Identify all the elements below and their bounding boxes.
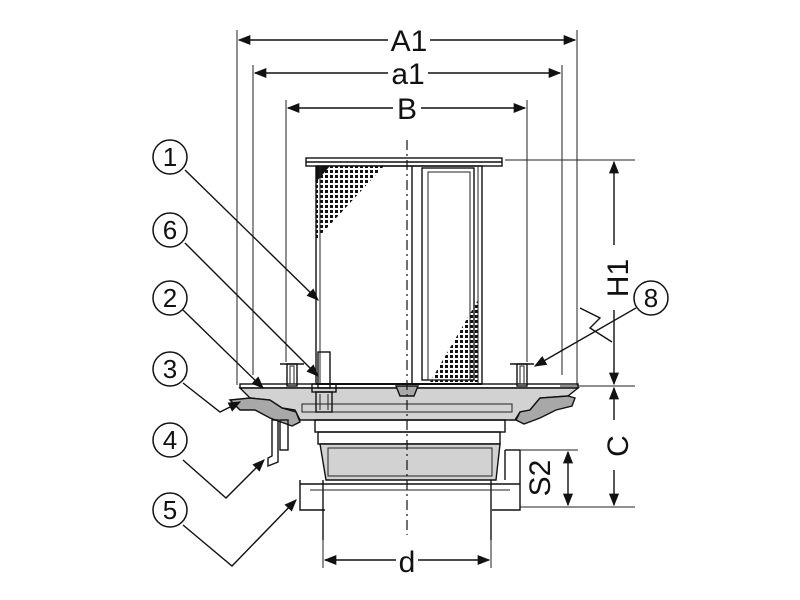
svg-text:1: 1 <box>163 142 177 172</box>
left-bolt-assembly <box>280 351 337 413</box>
dimension-h1-group: H1 <box>505 159 635 387</box>
dimension-label-A1: A1 <box>391 25 428 58</box>
callout-2: 2 <box>152 280 188 316</box>
dimension-label-S2: S2 <box>524 460 557 497</box>
side-drain-pipe <box>267 419 289 468</box>
leader-lines <box>182 169 637 567</box>
right-bolt-assembly <box>510 363 534 387</box>
callout-4: 4 <box>152 422 188 458</box>
strainer-basket <box>305 157 503 385</box>
callout-1: 1 <box>152 139 188 175</box>
svg-text:5: 5 <box>163 495 177 525</box>
dimension-label-C: C <box>602 435 635 457</box>
dimension-b-group: B <box>285 92 528 362</box>
svg-text:4: 4 <box>163 425 177 455</box>
dimension-a1-top-group: A1 <box>236 24 578 385</box>
drain-body <box>228 383 580 540</box>
callout-5: 5 <box>152 492 188 528</box>
callout-6: 6 <box>152 212 188 248</box>
callout-8: 8 <box>633 280 669 316</box>
dimension-label-B: B <box>397 93 417 126</box>
dimension-label-a1: a1 <box>391 58 424 91</box>
svg-text:3: 3 <box>163 354 177 384</box>
dimension-a1-group: a1 <box>252 57 563 375</box>
dimension-label-H1: H1 <box>602 259 635 297</box>
callout-3: 3 <box>152 351 188 387</box>
dimension-s2-group: S2 <box>515 449 578 508</box>
dimension-label-d: d <box>399 546 416 579</box>
svg-text:2: 2 <box>163 283 177 313</box>
svg-text:8: 8 <box>644 283 658 313</box>
svg-text:6: 6 <box>163 215 177 245</box>
dimension-c-group: C <box>560 386 635 508</box>
